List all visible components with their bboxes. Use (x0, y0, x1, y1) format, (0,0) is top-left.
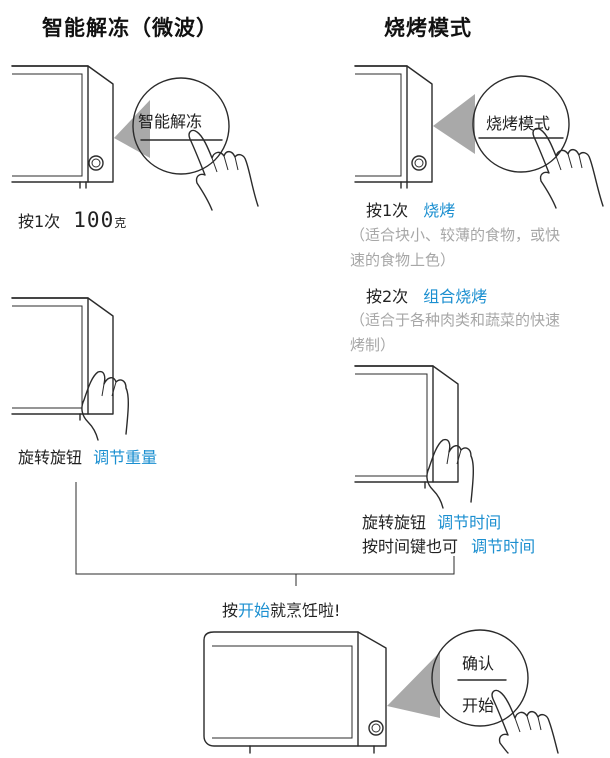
microwave-start-illustration (203, 629, 559, 754)
defrost-press-once: 按1次 100克 (18, 208, 126, 232)
time-adjust-key-label: 按时间键也可 (362, 537, 459, 556)
microwave-knob-time-illustration (354, 365, 474, 509)
combo-grill-note-line1: （适合于各种肉类和蔬菜的快速 (350, 311, 561, 329)
defrost-button-label: 智能解冻 (138, 112, 203, 131)
defrost-press-once-label: 按1次 (18, 212, 61, 231)
microwave-defrost-illustration (11, 65, 259, 211)
grill-press-once: 按1次 烧烤 (366, 197, 455, 221)
start-instruction: 按开始就烹饪啦! (222, 597, 340, 621)
confirm-key-label: 确认 (462, 654, 495, 673)
microwave-knob-weight-illustration (11, 297, 129, 441)
microwave-grill-illustration (354, 65, 604, 209)
grill-mode-name: 烧烤 (423, 201, 456, 220)
grill-note-line2: 速的食物上色） (350, 251, 456, 269)
combo-grill-note-line2: 烤制） (350, 336, 396, 354)
right-section-title: 烧烤模式 (384, 16, 472, 40)
grill-button-label: 烧烤模式 (486, 114, 551, 133)
start-prefix: 按 (222, 601, 239, 620)
start-key-label: 开始 (462, 696, 495, 715)
time-adjust-key-instruction: 按时间键也可 调节时间 (362, 533, 535, 557)
flow-connector (75, 482, 455, 586)
combo-grill-press-twice: 按2次 组合烧烤 (366, 283, 487, 307)
time-adjust-knob-instruction: 旋转旋钮 调节时间 (362, 509, 501, 533)
weight-adjust-label: 旋转旋钮 (18, 448, 83, 467)
time-adjust-key-action: 调节时间 (471, 537, 536, 556)
start-suffix: 就烹饪啦! (270, 601, 341, 620)
weight-adjust-action: 调节重量 (93, 448, 158, 467)
weight-unit: 克 (114, 216, 127, 230)
combo-grill-press-label: 按2次 (366, 287, 409, 306)
weight-display: 100 (73, 208, 115, 232)
start-key-name: 开始 (238, 601, 271, 620)
left-section-title: 智能解冻（微波） (42, 16, 218, 40)
grill-press-once-label: 按1次 (366, 201, 409, 220)
grill-note-line1: （适合块小、较薄的食物，或快 (350, 226, 561, 244)
combo-grill-mode-name: 组合烧烤 (423, 287, 488, 306)
weight-adjust-instruction: 旋转旋钮 调节重量 (18, 444, 157, 468)
time-adjust-knob-label: 旋转旋钮 (362, 513, 427, 532)
time-adjust-knob-action: 调节时间 (437, 513, 502, 532)
